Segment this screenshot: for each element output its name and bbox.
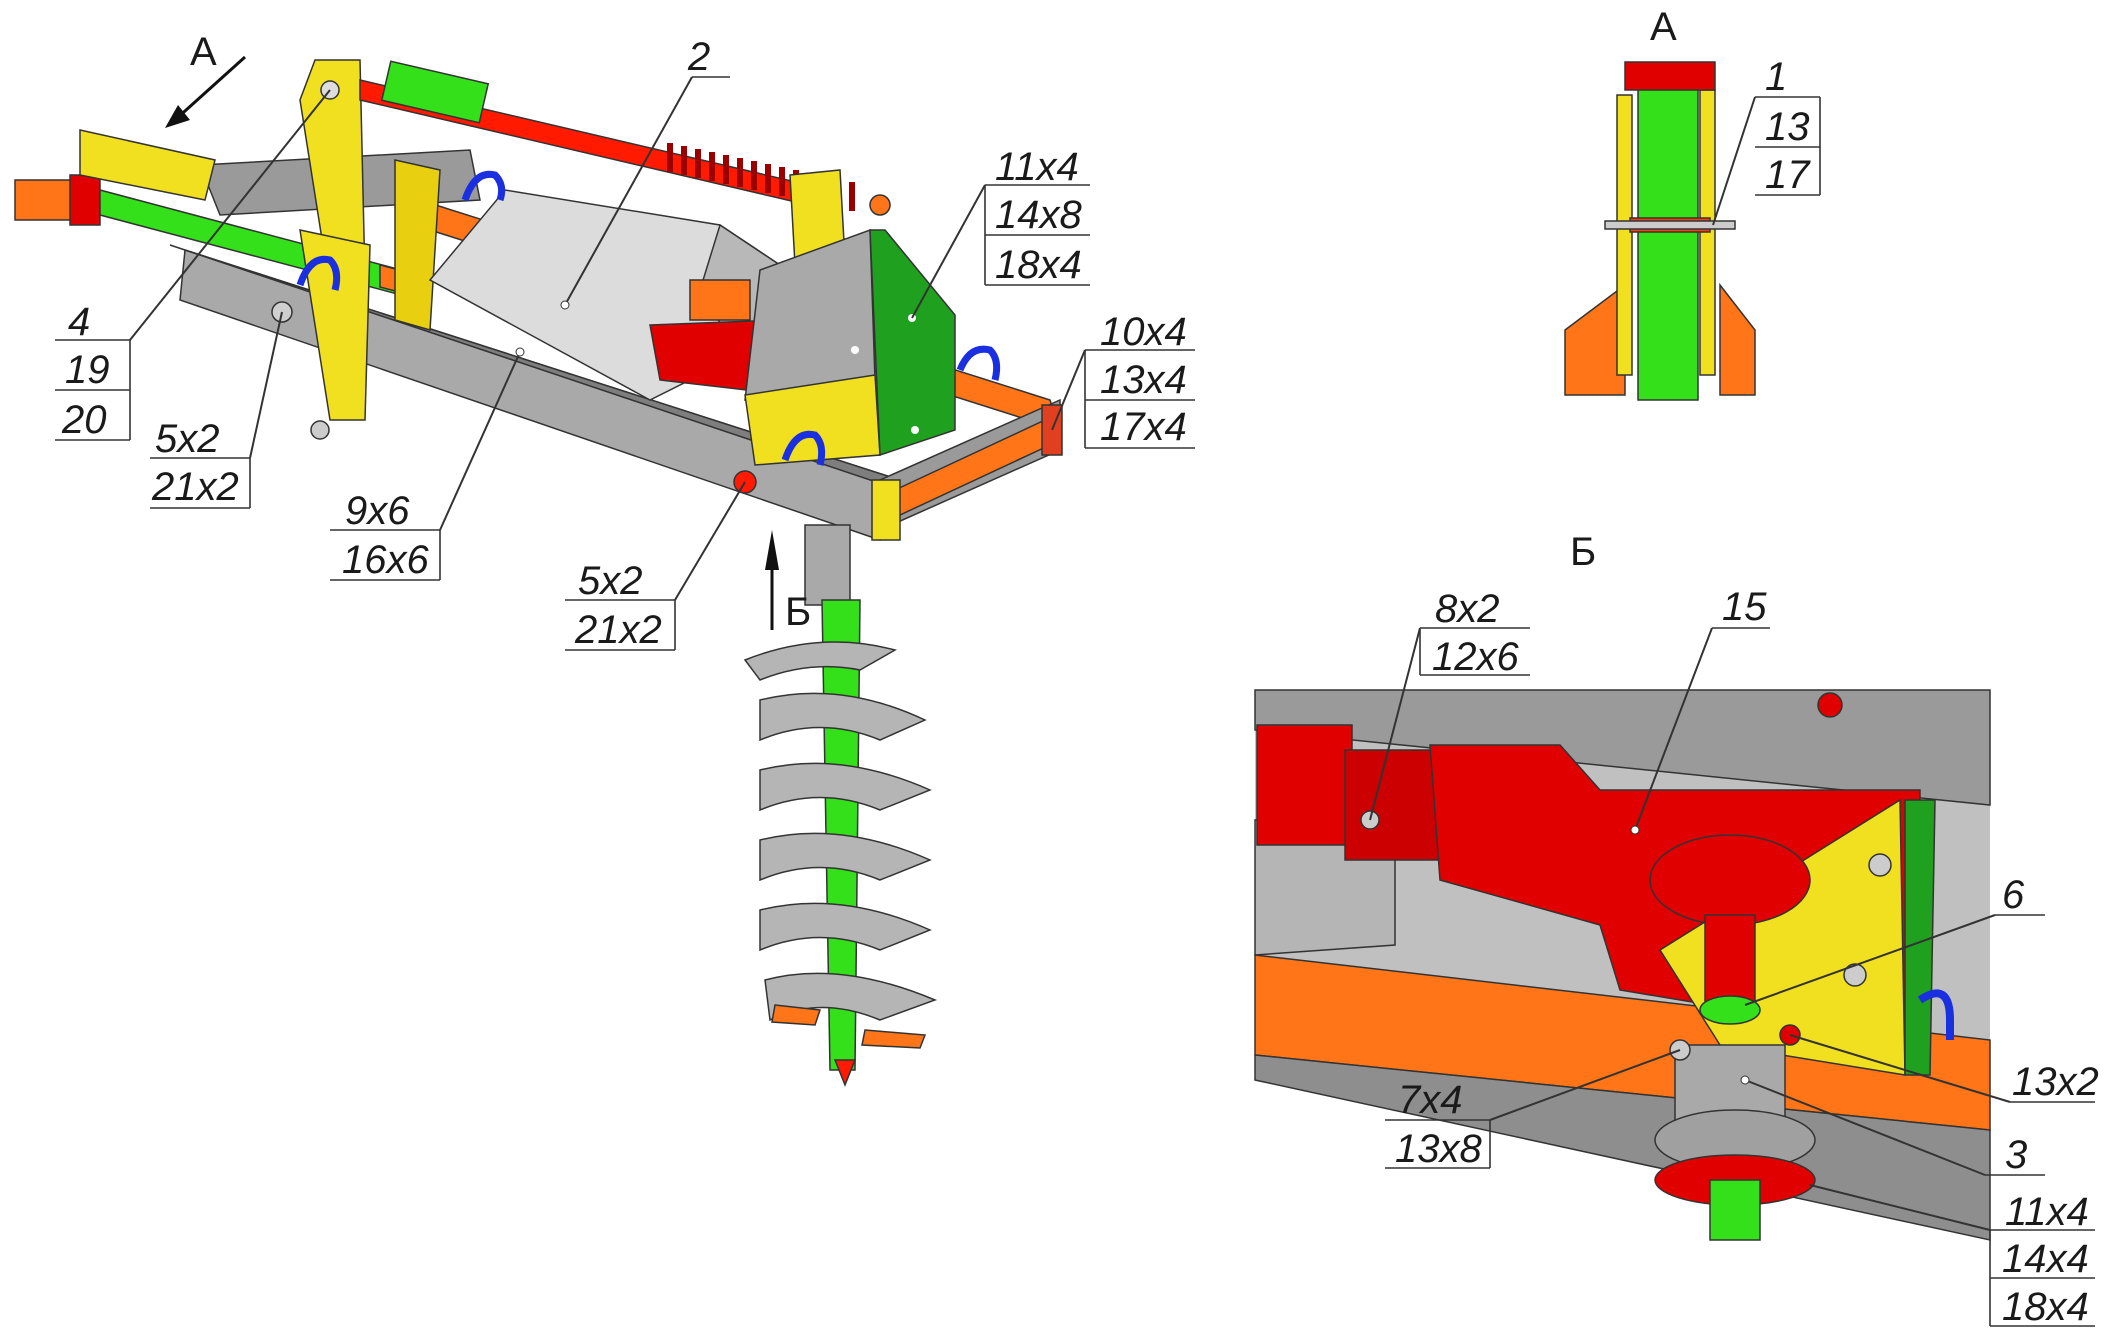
callout-19-label: 19 <box>65 348 110 392</box>
callout-4-label: 4 <box>68 300 90 344</box>
callout-5-21-left: 5x2 21x2 <box>150 311 283 509</box>
view-a-red-collar <box>1624 61 1716 91</box>
auger-cutter-blade-2 <box>861 1029 927 1049</box>
callout-7-13: 7x4 13x8 <box>1385 1049 1681 1171</box>
callout-11b-label: 11x4 <box>2005 1190 2089 1234</box>
callout-20-label: 20 <box>61 398 107 442</box>
view-a-green-shaft <box>1637 84 1699 401</box>
callout-17b-label: 17 <box>1765 153 1811 197</box>
callout-18-label: 18x4 <box>995 243 1082 287</box>
callout-15: 15 <box>1630 585 1770 835</box>
callout-3: 3 <box>1740 1075 2045 1177</box>
callout-17-label: 17x4 <box>1100 405 1187 449</box>
callout-5a-label: 5x2 <box>155 417 220 461</box>
gearbox-orange-flange <box>689 279 751 321</box>
view-b-bolt-2 <box>1868 853 1892 877</box>
green-side-plate <box>869 229 956 457</box>
callout-14-label: 14x8 <box>995 193 1082 237</box>
view-b-shaft-lower <box>1709 1179 1761 1241</box>
callout-2-label: 2 <box>687 35 710 79</box>
callout-21b-label: 21x2 <box>574 608 662 652</box>
callout-4-19-20: 4 19 20 <box>55 89 331 442</box>
callout-7-label: 7x4 <box>1398 1078 1463 1122</box>
callout-10-label: 10x4 <box>1100 310 1187 354</box>
hitch-pin-low <box>310 420 330 440</box>
callout-13b-label: 13 <box>1765 105 1810 149</box>
callout-5-21-right: 5x2 21x2 <box>565 481 746 652</box>
detail-view-b: Б <box>1254 530 1991 1241</box>
callout-9-16: 9x6 16x6 <box>330 347 525 582</box>
top-link-sleeve <box>380 60 490 124</box>
view-b-bearing <box>1649 834 1811 926</box>
view-a-left-plate <box>1616 94 1633 376</box>
detail-view-a: А <box>1564 5 1756 401</box>
callout-6: 6 <box>1744 873 2045 1006</box>
callout-5b-label: 5x2 <box>578 559 643 603</box>
lift-handle-4 <box>956 345 1001 381</box>
callout-8-label: 8x2 <box>1435 587 1500 631</box>
callout-3-label: 3 <box>2005 1133 2027 1177</box>
callout-13-label: 13x4 <box>1100 358 1187 402</box>
callout-13x2-label: 13x2 <box>2012 1060 2099 1104</box>
view-a-orange-left <box>1564 283 1626 396</box>
view-arrow-a: А <box>165 30 247 128</box>
auger-cutter-blade <box>771 1004 822 1026</box>
view-b-frame-bolt <box>1817 692 1843 718</box>
view-arrow-b-label: Б <box>785 590 811 634</box>
view-b-title: Б <box>1570 530 1596 574</box>
callout-10-13-17: 10x4 13x4 17x4 <box>1051 310 1195 449</box>
callout-1-13-17: 1 13 17 <box>1712 55 1821 226</box>
view-b-blue-handle <box>1917 989 1954 1040</box>
view-a-title: А <box>1650 5 1677 49</box>
callout-11-label: 11x4 <box>995 145 1079 189</box>
view-b-yoke <box>1256 724 1353 846</box>
auger-tip <box>833 1059 857 1088</box>
view-arrow-a-label: А <box>190 30 217 74</box>
callout-12-label: 12x6 <box>1432 635 1519 679</box>
pto-yoke <box>69 174 101 226</box>
hitch-bolt-plate <box>871 479 901 541</box>
callout-18b-label: 18x4 <box>2002 1285 2089 1329</box>
lift-handle-2 <box>296 255 341 291</box>
lift-handle-1 <box>461 170 506 202</box>
callout-8-12: 8x2 12x6 <box>1369 587 1530 821</box>
hitch-lower-arm <box>79 129 216 201</box>
view-b-green-edge <box>1904 799 1936 1076</box>
callout-15-label: 15 <box>1722 585 1767 629</box>
callout-16-label: 16x6 <box>342 538 429 582</box>
callout-13x2: 13x2 <box>1789 1034 2099 1104</box>
plate-hole-3 <box>911 426 919 434</box>
view-b-bolt-3 <box>1843 963 1867 987</box>
lift-handle-3 <box>781 430 826 466</box>
callout-2: 2 <box>560 35 730 310</box>
hitch-crossbrace <box>299 229 371 421</box>
callout-9-label: 9x6 <box>345 489 410 533</box>
auger-drive-shaft <box>804 524 851 606</box>
hitch-upper-arm-right <box>394 159 441 331</box>
auger-flighting <box>743 641 938 1022</box>
callout-13x8-label: 13x8 <box>1395 1127 1482 1171</box>
view-arrow-b: Б <box>765 530 811 634</box>
callout-11-14-18: 11x4 14x8 18x4 <box>911 145 1090 319</box>
callout-14b-label: 14x4 <box>2002 1237 2089 1281</box>
view-b-green-washer <box>1699 995 1761 1025</box>
view-a-orange-right <box>1719 282 1756 396</box>
callout-21a-label: 21x2 <box>151 465 239 509</box>
callout-11-14-18-b: 11x4 14x4 18x4 <box>1809 1184 2095 1329</box>
pto-coupling <box>14 179 76 221</box>
rod-end-nut <box>869 194 891 216</box>
plate-hole-2 <box>851 346 859 354</box>
callout-1-label: 1 <box>1765 55 1787 99</box>
callout-6-label: 6 <box>2002 873 2025 917</box>
view-b-top-frame <box>1254 689 1991 806</box>
view-b-pto-body <box>1344 749 1441 861</box>
view-a-pin <box>1604 220 1736 230</box>
main-view <box>14 59 1063 1088</box>
